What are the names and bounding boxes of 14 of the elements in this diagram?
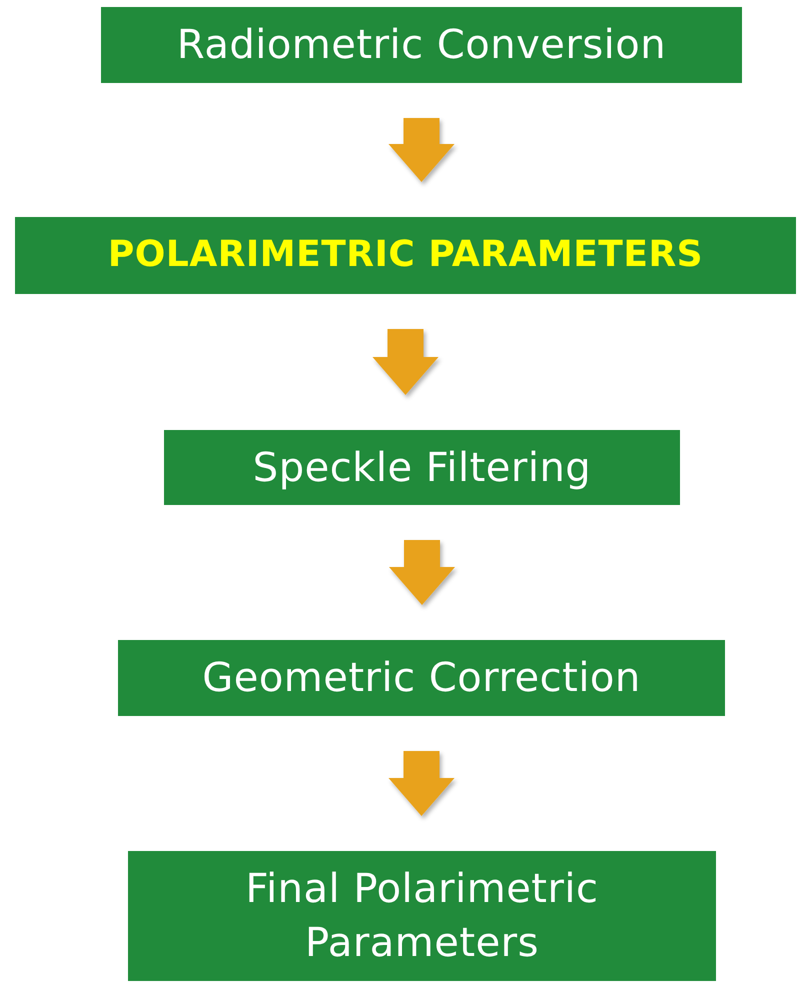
down-arrow (388, 751, 454, 816)
process-box (101, 7, 742, 83)
process-box (128, 851, 716, 981)
process-box (118, 640, 725, 716)
process-box (164, 430, 680, 505)
step-label: Final Polarimetric Parameters (244, 865, 600, 968)
process-box (15, 217, 796, 294)
step-label: Speckle Filtering (252, 444, 592, 492)
step-label: POLARIMETRIC PARAMETERS (108, 233, 704, 278)
down-arrow (388, 118, 454, 182)
down-arrow (372, 329, 438, 395)
step-label: Geometric Correction (202, 654, 641, 703)
step-label: Radiometric Conversion (176, 21, 666, 70)
down-arrow (389, 540, 455, 605)
